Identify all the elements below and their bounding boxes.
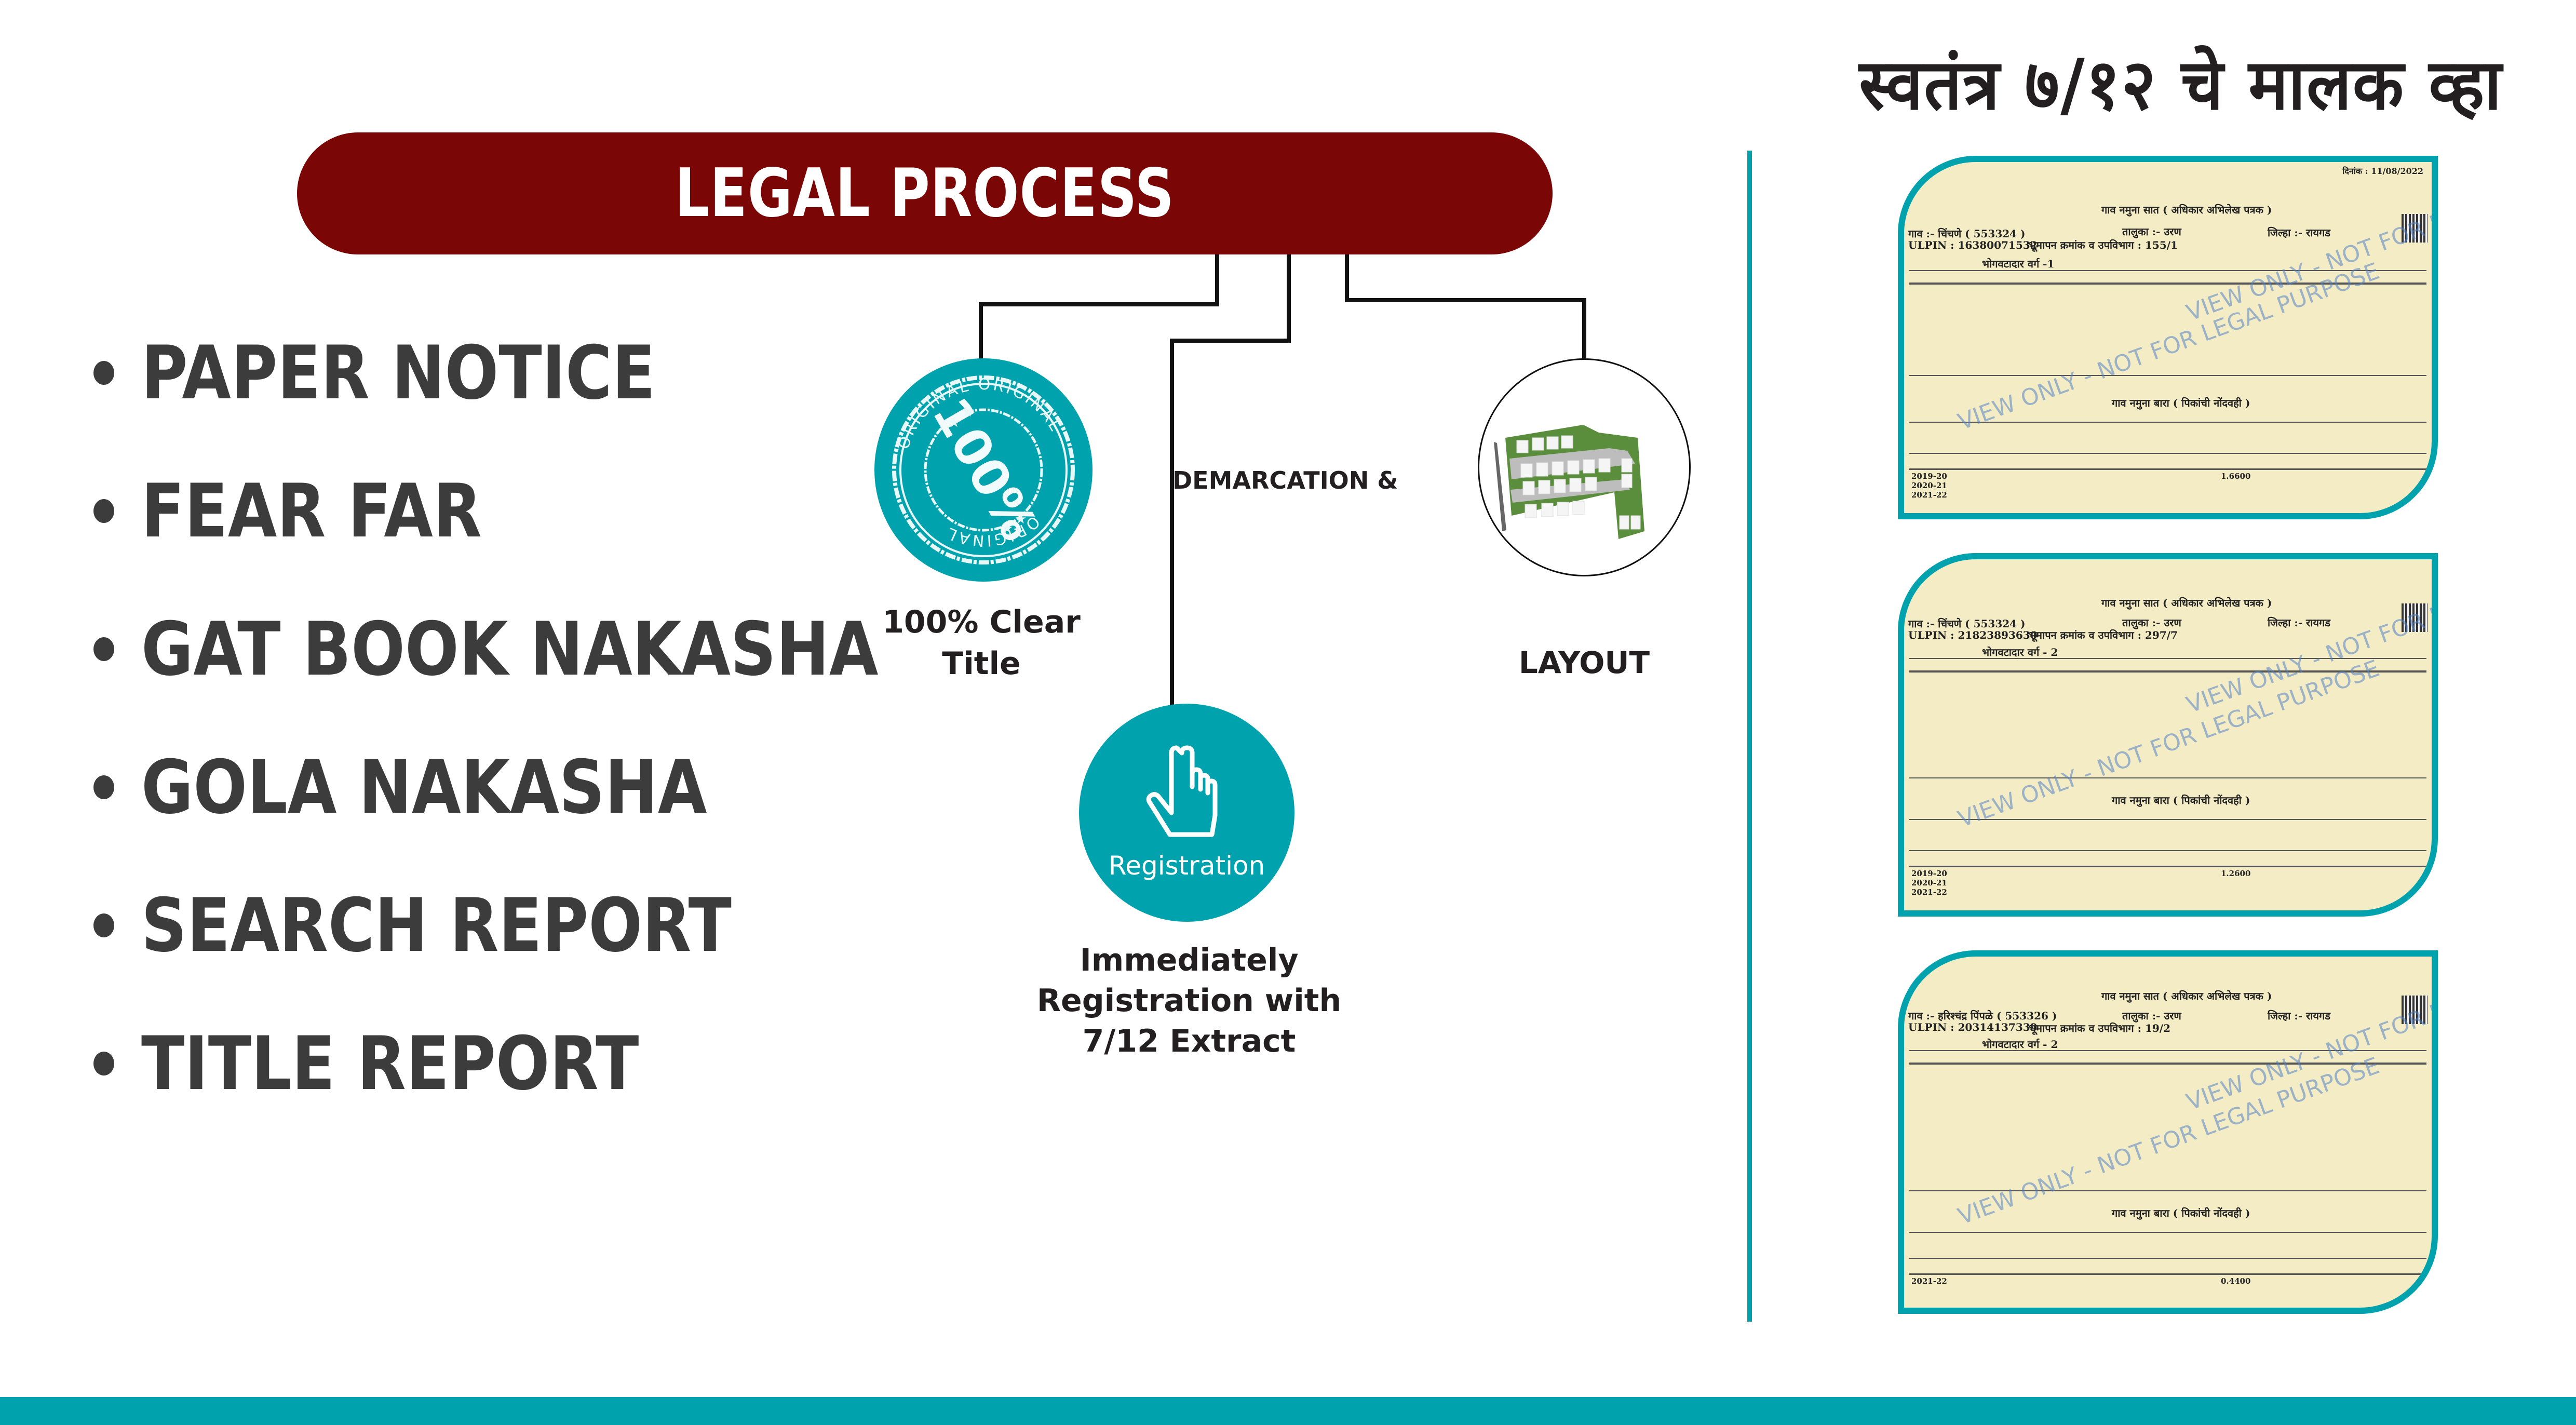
doc-district: जिल्हा :- रायगड bbox=[2268, 616, 2330, 629]
registration-caption: Immediately Registration with 7/12 Extra… bbox=[1036, 942, 1342, 1059]
connector-clear-title bbox=[979, 302, 1219, 306]
doc-year: 2019-20 bbox=[1911, 472, 1947, 481]
doc-area: 1.2600 bbox=[2221, 869, 2251, 878]
connector-layout bbox=[1582, 298, 1586, 359]
bullet-dot-icon bbox=[93, 1052, 114, 1076]
star-icon: ★ bbox=[948, 415, 960, 431]
connector-layout bbox=[1345, 298, 1586, 302]
bullet-dot-icon bbox=[93, 361, 114, 385]
doc-crop-heading: गाव नमुना बारा ( पिकांची नोंदवही ) bbox=[2112, 1207, 2250, 1219]
doc-date: दिनांक : 11/08/2022 bbox=[2342, 166, 2423, 176]
layout-circle bbox=[1478, 358, 1691, 576]
connector-registration bbox=[1170, 339, 1291, 343]
doc-taluka: तालुका :- उरण bbox=[2122, 225, 2181, 238]
star-icon: ★ bbox=[1015, 512, 1027, 527]
document-extract-2: गाव नमुना सात ( अधिकार अभिलेख पत्रक ) गा… bbox=[1898, 553, 2438, 917]
registration-badge: Registration bbox=[1079, 704, 1294, 922]
doc-district: जिल्हा :- रायगड bbox=[2268, 226, 2330, 239]
bullet-dot-icon bbox=[93, 499, 114, 523]
doc-year: 2020-21 bbox=[1911, 878, 1947, 888]
connector-clear-title bbox=[979, 302, 983, 359]
qr-code-icon bbox=[2402, 996, 2427, 1024]
qr-code-icon bbox=[2402, 603, 2427, 632]
doc-district: जिल्हा :- रायगड bbox=[2268, 1010, 2330, 1022]
connector-registration bbox=[1287, 254, 1291, 343]
doc-heading: गाव नमुना सात ( अधिकार अभिलेख पत्रक ) bbox=[2101, 597, 2272, 609]
doc-year: 2020-21 bbox=[1911, 481, 1947, 490]
doc-crop-heading: गाव नमुना बारा ( पिकांची नोंदवही ) bbox=[2112, 794, 2250, 806]
legal-process-banner: LEGAL PROCESS bbox=[297, 132, 1553, 254]
doc-year: 2021-22 bbox=[1911, 490, 1947, 500]
doc-year: 2021-22 bbox=[1911, 1276, 1947, 1286]
qr-code-icon bbox=[2402, 214, 2427, 243]
demarcation-caption: DEMARCATION & bbox=[1172, 466, 1398, 494]
footer-accent-bar bbox=[0, 1397, 2576, 1425]
doc-taluka: तालुका :- उरण bbox=[2122, 616, 2181, 629]
document-extract-3: गाव नमुना सात ( अधिकार अभिलेख पत्रक ) गा… bbox=[1898, 950, 2438, 1314]
doc-survey: भूमापन क्रमांक व उपविभाग : 155/1 bbox=[2029, 239, 2178, 251]
doc-heading: गाव नमुना सात ( अधिकार अभिलेख पत्रक ) bbox=[2101, 990, 2272, 1002]
doc-holding: भोगवटादार वर्ग - 2 bbox=[1982, 1038, 2058, 1051]
doc-ulpin: ULPIN : 21823893630 bbox=[1908, 629, 2038, 641]
registration-badge-text: Registration bbox=[1108, 851, 1265, 881]
plot-layout-map-icon bbox=[1494, 425, 1644, 539]
doc-village: गाव :- चिंचणे ( 553324 ) bbox=[1908, 227, 2026, 240]
list-item: TITLE REPORT bbox=[93, 994, 999, 1133]
doc-area: 1.6600 bbox=[2221, 472, 2251, 481]
star-icon: ★ bbox=[962, 405, 974, 420]
doc-survey: भूमापन क्रमांक व उपविभाग : 19/2 bbox=[2029, 1022, 2171, 1034]
clear-title-stamp: ORIGINAL ORIGINAL ORIGINAL 100% ★ ★ ★ ★ bbox=[874, 358, 1093, 582]
list-item: GAT BOOK NAKASHA bbox=[93, 580, 999, 718]
hand-pointer-icon bbox=[1146, 745, 1218, 837]
doc-survey: भूमापन क्रमांक व उपविभाग : 297/7 bbox=[2029, 629, 2178, 641]
marathi-headline: स्वतंत्र ७/१२ चे मालक व्हा bbox=[1859, 44, 2503, 126]
connector-layout bbox=[1345, 254, 1349, 302]
doc-taluka: तालुका :- उरण bbox=[2122, 1010, 2181, 1022]
doc-holding: भोगवटादार वर्ग - 2 bbox=[1982, 646, 2058, 658]
list-item: FEAR FAR bbox=[93, 442, 999, 580]
doc-year: 2019-20 bbox=[1911, 869, 1947, 878]
document-extract-1: दिनांक : 11/08/2022 गाव नमुना सात ( अधिक… bbox=[1898, 156, 2438, 519]
doc-year: 2021-22 bbox=[1911, 888, 1947, 897]
doc-area: 0.4400 bbox=[2221, 1276, 2251, 1286]
vertical-divider bbox=[1747, 151, 1752, 1322]
bullet-dot-icon bbox=[93, 637, 114, 661]
connector-clear-title bbox=[1215, 254, 1219, 306]
bullet-dot-icon bbox=[93, 775, 114, 799]
list-item: SEARCH REPORT bbox=[93, 856, 999, 994]
doc-ulpin: ULPIN : 20314137339 bbox=[1908, 1021, 2038, 1033]
original-100-percent-stamp-icon: ORIGINAL ORIGINAL ORIGINAL 100% ★ ★ ★ ★ bbox=[892, 375, 1075, 564]
list-item: PAPER NOTICE bbox=[93, 304, 999, 442]
list-item: GOLA NAKASHA bbox=[93, 718, 999, 856]
doc-heading: गाव नमुना सात ( अधिकार अभिलेख पत्रक ) bbox=[2101, 204, 2272, 216]
doc-ulpin: ULPIN : 16380071532 bbox=[1908, 239, 2038, 251]
stamp-percent-text: 100% bbox=[921, 388, 1048, 550]
doc-crop-heading: गाव नमुना बारा ( पिकांची नोंदवही ) bbox=[2112, 397, 2250, 409]
doc-village: गाव :- हरिश्चंद्र पिंपळे ( 553326 ) bbox=[1908, 1010, 2057, 1022]
doc-holding: भोगवटादार वर्ग -1 bbox=[1982, 258, 2055, 270]
layout-caption: LAYOUT bbox=[1518, 645, 1650, 680]
star-icon: ★ bbox=[1001, 521, 1013, 536]
watermark: VIEW ONLY - NOT FOR LEGAL PURPOSE bbox=[1954, 1052, 2383, 1230]
connector-registration bbox=[1170, 339, 1174, 705]
clear-title-caption: 100% Clear Title bbox=[882, 604, 1081, 682]
legal-checklist: PAPER NOTICE FEAR FAR GAT BOOK NAKASHA G… bbox=[93, 304, 999, 1133]
page-title: LEGAL PROCESS bbox=[675, 155, 1175, 232]
bullet-dot-icon bbox=[93, 913, 114, 937]
doc-village: गाव :- चिंचणे ( 553324 ) bbox=[1908, 617, 2026, 630]
